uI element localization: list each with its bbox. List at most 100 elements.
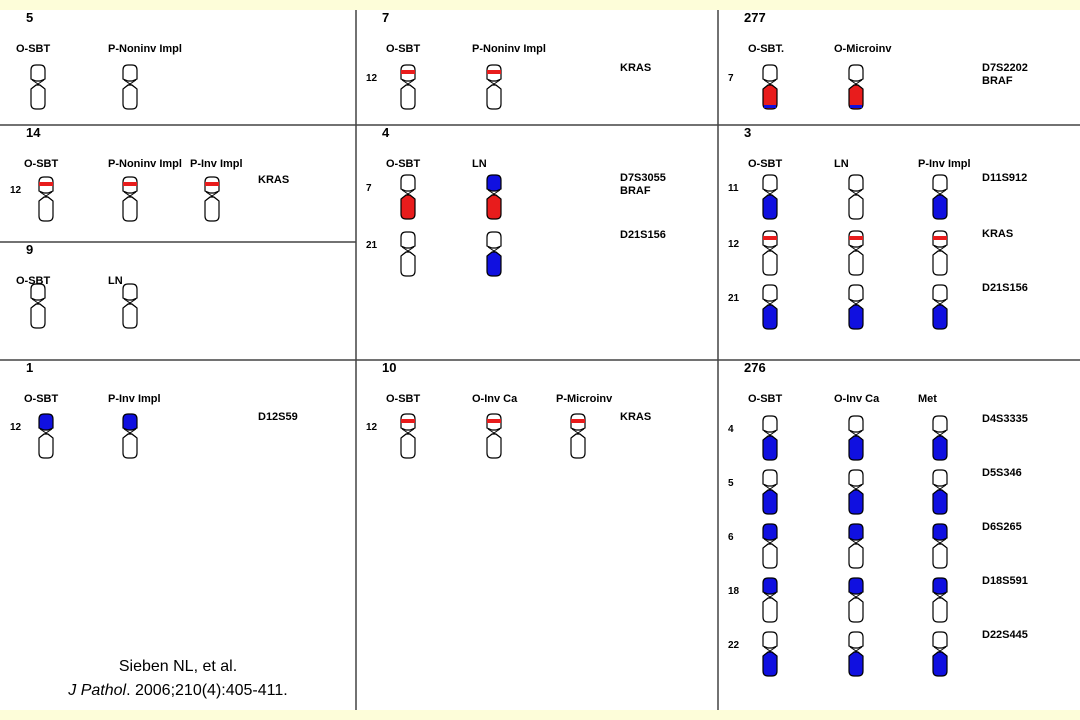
- chromosome-q-arm: [762, 543, 778, 569]
- centromere-mark: [849, 430, 863, 440]
- centromere-mark: [205, 191, 219, 201]
- case-number: 10: [382, 360, 396, 375]
- chromosome-q-arm: [932, 651, 948, 677]
- chromosome-ideogram: [762, 523, 778, 569]
- sample-label: P-Noninv Impl: [472, 43, 546, 55]
- chromosome-p-arm: [30, 283, 46, 301]
- centromere-mark: [933, 538, 947, 548]
- chromosome-ideogram: [932, 631, 948, 677]
- chromosome-ideogram: [932, 284, 948, 330]
- centromere-mark: [123, 428, 137, 438]
- chromosome-number: 12: [10, 185, 22, 196]
- sample-label: P-Microinv: [556, 393, 613, 405]
- loss-band: [850, 105, 862, 108]
- centromere-mark: [123, 298, 137, 308]
- chromosome-p-arm: [932, 523, 948, 541]
- sample-label: O-SBT.: [748, 43, 784, 55]
- sample-label: P-Inv Impl: [190, 158, 243, 170]
- chromosome-p-arm: [762, 577, 778, 595]
- chromosome-ideogram: [30, 64, 46, 110]
- chromosome-p-arm: [762, 631, 778, 649]
- chromosome-q-arm: [848, 435, 864, 461]
- marker-label: BRAF: [982, 75, 1013, 87]
- chromosome-ideogram: [400, 174, 416, 220]
- chromosome-ideogram: [204, 176, 220, 222]
- chromosome-ideogram: [122, 176, 138, 222]
- chromosome-ideogram: [486, 64, 502, 110]
- chromosome-p-arm: [762, 174, 778, 192]
- chromosome-p-arm: [932, 284, 948, 302]
- centromere-mark: [763, 79, 777, 89]
- chromosome-ideogram: [762, 174, 778, 220]
- chromosome-q-arm: [848, 250, 864, 276]
- chromosome-ideogram: [932, 523, 948, 569]
- kras-band: [571, 419, 585, 423]
- marker-label: D7S2202: [982, 62, 1028, 74]
- centromere-mark: [487, 79, 501, 89]
- marker-label: KRAS: [620, 411, 651, 423]
- chromosome-ideogram: [486, 174, 502, 220]
- centromere-mark: [763, 245, 777, 255]
- centromere-mark: [763, 538, 777, 548]
- centromere-mark: [849, 79, 863, 89]
- chromosome-q-arm: [400, 433, 416, 459]
- chromosome-q-arm: [204, 196, 220, 222]
- chromosome-ideogram: [848, 577, 864, 623]
- chromosome-p-arm: [848, 523, 864, 541]
- chromosome-q-arm: [762, 435, 778, 461]
- chromosome-q-arm: [122, 303, 138, 329]
- chromosome-q-arm: [932, 435, 948, 461]
- chromosome-q-arm: [848, 651, 864, 677]
- centromere-mark: [401, 428, 415, 438]
- chromosome-ideogram: [932, 174, 948, 220]
- chromosome-ideogram: [38, 413, 54, 459]
- chromosome-p-arm: [400, 231, 416, 249]
- chromosome-ideogram: [400, 413, 416, 459]
- kras-band: [763, 236, 777, 240]
- citation-details: . 2006;210(4):405-411.: [126, 682, 288, 699]
- chromosome-ideogram: [932, 577, 948, 623]
- chromosome-ideogram: [848, 230, 864, 276]
- centromere-mark: [487, 246, 501, 256]
- centromere-mark: [849, 646, 863, 656]
- centromere-mark: [123, 191, 137, 201]
- centromere-mark: [849, 538, 863, 548]
- chromosome-q-arm: [932, 194, 948, 220]
- kras-band: [849, 236, 863, 240]
- chromosome-q-arm: [486, 194, 502, 220]
- chromosome-ideogram: [762, 284, 778, 330]
- chromosome-q-arm: [932, 597, 948, 623]
- sample-label: O-SBT: [748, 393, 783, 405]
- chromosome-p-arm: [762, 415, 778, 433]
- kras-band: [401, 70, 415, 74]
- sample-label: P-Noninv Impl: [108, 43, 182, 55]
- chromosome-number: 12: [10, 422, 22, 433]
- chromosome-number: 11: [728, 183, 739, 194]
- case-panels: 5 O-SBT P-Noninv Impl 7O-SBT P-Noninv Impl 12…: [10, 10, 1028, 677]
- chromosome-ideogram: [848, 415, 864, 461]
- chromosome-ideogram: [762, 469, 778, 515]
- marker-label: D4S3335: [982, 413, 1028, 425]
- chromosome-ideogram: [848, 469, 864, 515]
- chromosome-ideogram: [848, 284, 864, 330]
- chromosome-ideogram: [932, 469, 948, 515]
- chromosome-ideogram: [400, 64, 416, 110]
- case-number: 7: [382, 10, 389, 25]
- chromosome-q-arm: [486, 251, 502, 277]
- sample-label: O-SBT: [16, 43, 51, 55]
- chromosome-p-arm: [848, 174, 864, 192]
- sample-label: Met: [918, 393, 937, 405]
- sample-label: O-Inv Ca: [472, 393, 518, 405]
- case-number: 4: [382, 125, 390, 140]
- chromosome-q-arm: [848, 543, 864, 569]
- centromere-mark: [487, 428, 501, 438]
- chromosome-p-arm: [122, 64, 138, 82]
- marker-label: D22S445: [982, 629, 1028, 641]
- chromosome-number: 5: [728, 478, 734, 489]
- chromosome-q-arm: [486, 433, 502, 459]
- chromosome-ideogram: [848, 174, 864, 220]
- chromosome-number: 12: [728, 239, 740, 250]
